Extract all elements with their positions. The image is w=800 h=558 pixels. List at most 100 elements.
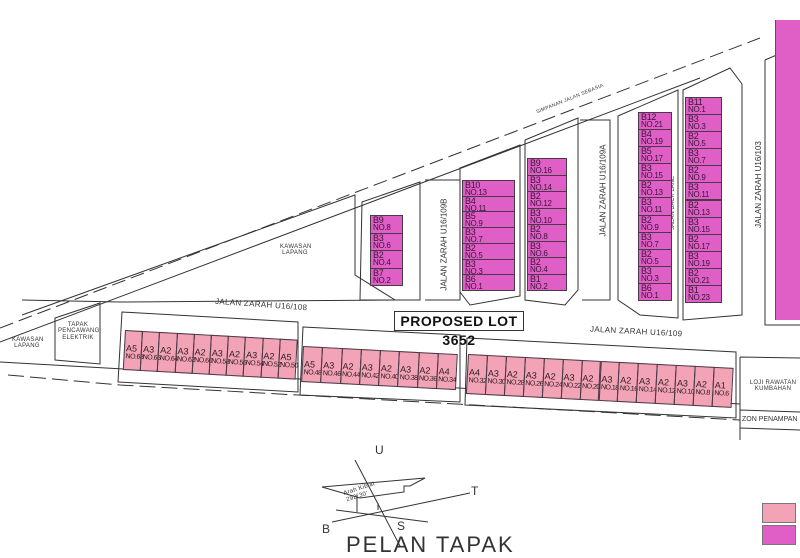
lot-number: NO.8	[695, 388, 710, 397]
lot-type: B12	[641, 112, 657, 122]
lot-type: B3	[688, 114, 699, 125]
lot-number: NO.11	[641, 205, 663, 215]
lot-type: B2	[688, 199, 699, 210]
lot-number: NO.42	[361, 372, 380, 381]
lot-type: B2	[688, 165, 699, 176]
lot-type: B2	[688, 267, 699, 278]
lot-number: NO.10	[530, 215, 552, 225]
lot-number: NO.14	[530, 182, 552, 192]
lot-number: NO.2	[530, 281, 548, 291]
partial-lot-block	[775, 20, 800, 320]
lot-number: NO.11	[465, 203, 487, 213]
lot-number: NO.9	[465, 219, 483, 229]
lot-number: NO.24	[544, 381, 563, 389]
lot-type: B7	[373, 267, 384, 278]
lot-number: NO.44	[341, 371, 360, 380]
lot-number: NO.8	[530, 232, 548, 241]
lot-number: NO.68	[125, 353, 144, 362]
lot-number: NO.16	[619, 384, 638, 393]
lot-number: NO.50	[279, 361, 298, 370]
a-block-outline-2	[299, 326, 461, 403]
road-reserve-edge	[0, 77, 701, 343]
southern-boundary	[7, 374, 741, 421]
compass-west: B	[322, 522, 331, 536]
lot-type: B3	[530, 207, 541, 218]
legend-swatch-type-b	[762, 525, 796, 545]
lot-type: B2	[373, 250, 384, 260]
lot-number: NO.6	[373, 240, 391, 250]
lot-number: NO.8	[373, 223, 391, 232]
lot-number: NO.12	[657, 386, 676, 395]
lot-number: NO.30	[487, 378, 506, 386]
lot-number: NO.9	[641, 222, 659, 232]
lot-number: NO.66	[142, 354, 161, 363]
road-103-label: JALAN ZARAH U16/103	[753, 141, 763, 228]
lot-number: NO.3	[641, 273, 659, 283]
lot-type: B3	[688, 250, 699, 261]
lot-number: NO.18	[600, 384, 619, 392]
lot-number: NO.16	[530, 166, 552, 175]
lot-number: NO.21	[641, 120, 663, 129]
lot-number: NO.58	[211, 357, 230, 366]
lot-number: NO.9	[688, 173, 706, 183]
lot-number: NO.15	[688, 224, 710, 234]
lot-number: NO.22	[562, 382, 582, 390]
lot-number: NO.32	[468, 377, 487, 385]
lot-type: B2	[641, 248, 652, 259]
lot-number: NO.28	[506, 379, 525, 387]
lot-type: B3	[641, 197, 652, 208]
lot-number: NO.64	[159, 354, 178, 363]
lot-number: NO.5	[641, 256, 659, 266]
road-109b-edge	[425, 179, 461, 301]
lot-number: NO.20	[581, 383, 600, 391]
lot-number: NO.1	[641, 290, 659, 300]
lot-number: NO.11	[688, 190, 710, 200]
drawing-title: PELAN TAPAK	[346, 532, 515, 557]
lot-type: B2	[641, 180, 652, 191]
lot-type: B10	[465, 180, 481, 190]
compass-east: T	[471, 484, 479, 498]
lot-type: B4	[465, 195, 476, 206]
lot-number: NO.5	[688, 139, 706, 149]
road-reserve-centerline	[0, 37, 761, 329]
road-109b-label: JALAN ZARAH U16/109B	[439, 198, 449, 291]
lot-number: NO.40	[380, 373, 399, 382]
lot-number: NO.26	[525, 380, 544, 388]
compass-south: S	[397, 519, 406, 533]
lot-number: NO.48	[303, 369, 322, 377]
lot-number: NO.54	[245, 359, 264, 368]
block-outline-1	[359, 181, 421, 301]
buffer-zone-edge	[739, 427, 800, 431]
lot-type: B3	[373, 232, 384, 243]
lot-type: B5	[641, 146, 652, 157]
legend-swatch-type-a	[762, 503, 796, 523]
lot-number: NO.4	[530, 265, 548, 274]
lot-type: B11	[688, 97, 703, 107]
lot-number: NO.62	[176, 355, 195, 364]
lot-type: B3	[688, 148, 699, 159]
lot-type: B6	[641, 282, 652, 293]
lot-type: B2	[688, 233, 699, 244]
